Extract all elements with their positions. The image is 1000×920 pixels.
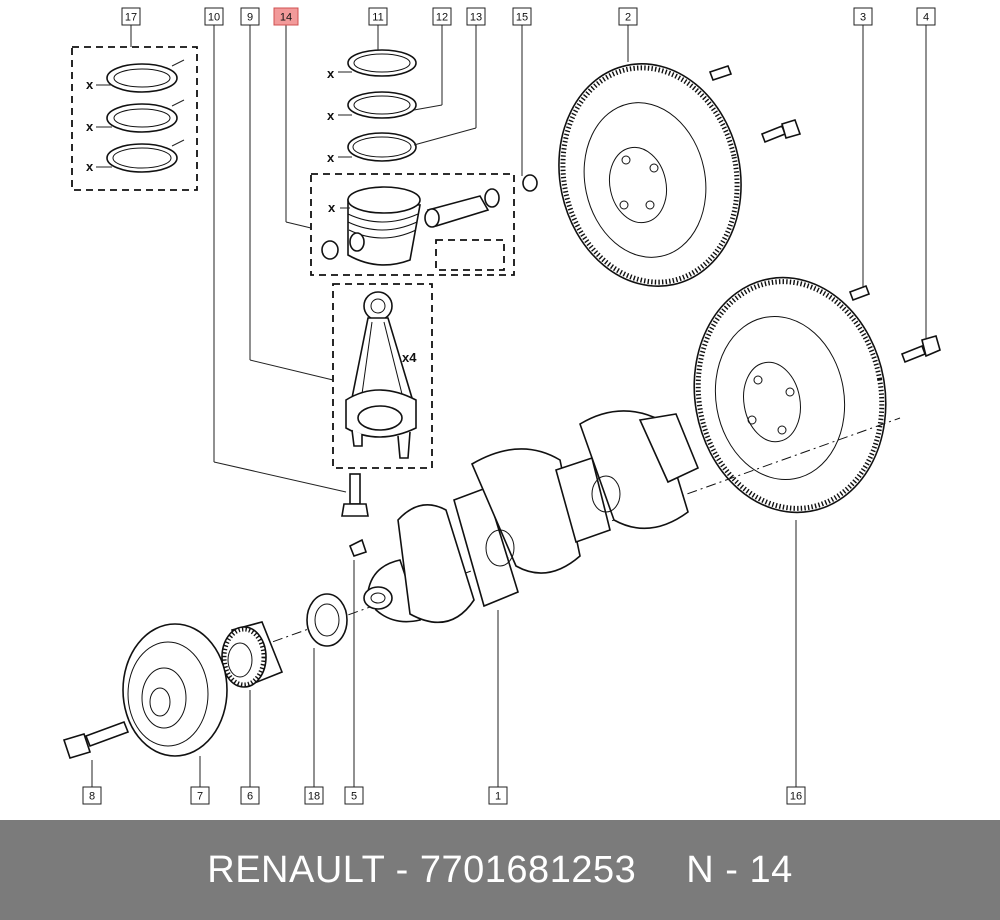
callout-5[interactable]: 5 (344, 786, 364, 805)
svg-text:14: 14 (280, 12, 292, 24)
svg-text:17: 17 (125, 12, 137, 24)
piston-group-box (310, 173, 515, 276)
callout-3[interactable]: 3 (853, 7, 873, 26)
flywheel-bolt (900, 335, 941, 364)
svg-text:12: 12 (436, 12, 448, 24)
piston-pin-clip (484, 188, 500, 208)
callout-9[interactable]: 9 (240, 7, 260, 26)
svg-text:10: 10 (208, 12, 220, 24)
flywheel-upper (558, 63, 742, 287)
piston-pin (424, 195, 490, 228)
circlip (522, 174, 538, 192)
x-mark: x (86, 159, 94, 174)
svg-text:1: 1 (495, 791, 501, 803)
svg-text:16: 16 (790, 791, 802, 803)
callout-12[interactable]: 12 (432, 7, 452, 26)
svg-text:2: 2 (625, 12, 631, 24)
piston (340, 186, 421, 266)
callout-6[interactable]: 6 (240, 786, 260, 805)
callout-17[interactable]: 17 (121, 7, 141, 26)
exploded-view-diagram: x x x x x x x x4 (62, 7, 941, 805)
callout-7[interactable]: 7 (190, 786, 210, 805)
svg-text:8: 8 (89, 791, 95, 803)
callout-15[interactable]: 15 (512, 7, 532, 26)
x-mark: x (86, 119, 94, 134)
woodruff-key (348, 538, 368, 557)
svg-text:6: 6 (247, 791, 253, 803)
flywheel-bolt (760, 119, 802, 144)
svg-text:3: 3 (860, 12, 866, 24)
piston-ring-set (96, 59, 185, 173)
footer-bar: RENAULT - 7701681253 N - 14 (0, 820, 1000, 920)
callout-11[interactable]: 11 (368, 7, 388, 26)
callout-8[interactable]: 8 (82, 786, 102, 805)
quantity-mark: x4 (402, 350, 417, 365)
x-mark: x (327, 108, 335, 123)
x-mark: x (328, 200, 336, 215)
svg-text:18: 18 (308, 791, 320, 803)
brand-part-number: RENAULT - 7701681253 (207, 848, 637, 891)
connecting-rod (345, 291, 417, 459)
conrod-bolt (341, 473, 369, 517)
timing-gear (306, 593, 348, 647)
ring-set-group-box (71, 46, 198, 191)
flywheel-lower (693, 276, 887, 514)
callout-4[interactable]: 4 (916, 7, 936, 26)
svg-text:15: 15 (516, 12, 528, 24)
svg-text:5: 5 (351, 791, 357, 803)
page-reference: N - 14 (686, 848, 793, 891)
x-mark: x (86, 77, 94, 92)
callout-1[interactable]: 1 (488, 786, 508, 805)
svg-text:4: 4 (923, 12, 929, 24)
centerline (159, 417, 901, 683)
callout-13[interactable]: 13 (466, 7, 486, 26)
piston-rings (338, 49, 417, 162)
svg-text:9: 9 (247, 12, 253, 24)
conrod-group-box (332, 283, 433, 469)
crankshaft-pulley (122, 623, 228, 757)
dowel-pin (708, 64, 733, 82)
callout-14-highlighted[interactable]: 14 (273, 7, 299, 26)
svg-text:13: 13 (470, 12, 482, 24)
x-mark: x (327, 66, 335, 81)
leader-lines (91, 25, 927, 787)
callout-2[interactable]: 2 (618, 7, 638, 26)
x-mark: x (327, 150, 335, 165)
callout-10[interactable]: 10 (204, 7, 224, 26)
svg-text:11: 11 (372, 12, 383, 24)
crankshaft-sprocket (221, 621, 284, 688)
pulley-bolt (62, 720, 130, 759)
callout-16[interactable]: 16 (786, 786, 806, 805)
crankshaft (363, 410, 700, 624)
dowel-pin (848, 284, 871, 302)
callout-18[interactable]: 18 (304, 786, 324, 805)
piston-pin-clip (321, 240, 339, 260)
svg-text:7: 7 (197, 791, 203, 803)
label-box (435, 239, 505, 271)
